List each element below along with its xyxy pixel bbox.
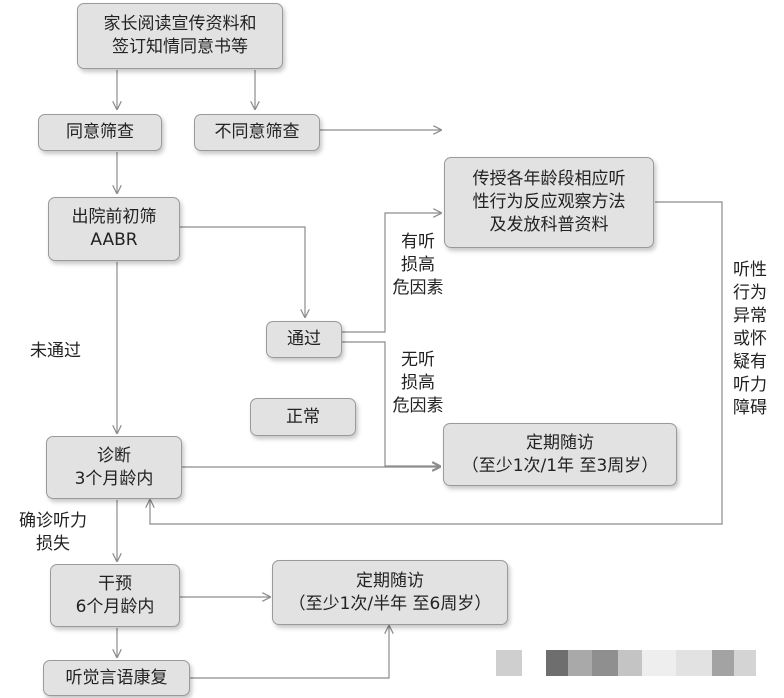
label-line: 危因素: [392, 278, 444, 298]
label-abnormal-behavior: 听性 行为 异常 或怀 疑有 听力 障碍: [726, 259, 774, 420]
label-not-passed: 未通过: [30, 340, 81, 363]
node-text: （至少1次/半年 至6周岁）: [288, 593, 492, 614]
node-diagnosis: 诊断 3个月龄内: [46, 436, 182, 499]
label-line: 危因素: [392, 396, 444, 416]
label-high-risk: 有听 损高 危因素: [388, 231, 448, 300]
watermark-block: [496, 650, 522, 676]
node-text: 同意筛查: [66, 122, 134, 142]
node-text: （至少1次/1年 至3周岁）: [461, 455, 659, 476]
node-follow-up-6y: 定期随访 （至少1次/半年 至6周岁）: [272, 560, 508, 625]
node-rehabilitation: 听觉言语康复: [43, 660, 190, 696]
node-text: 出院前初筛: [71, 207, 157, 227]
edge-teach-diag: [150, 201, 723, 525]
node-text: 定期随访: [356, 570, 424, 591]
watermark-block: [618, 650, 642, 676]
label-line: 行为: [733, 283, 767, 303]
node-intervention: 干预 6个月龄内: [50, 564, 180, 627]
label-line: 无听: [401, 350, 435, 370]
label-line: 听力: [733, 375, 767, 395]
label-line: 疑有: [733, 352, 767, 372]
node-text: 及发放科普资料: [489, 215, 609, 235]
node-text: 家长阅读宣传资料和: [103, 14, 257, 34]
node-text: 6个月龄内: [75, 596, 155, 617]
node-follow-up-3y: 定期随访 （至少1次/1年 至3周岁）: [443, 423, 677, 486]
label-line: 异常: [733, 306, 767, 326]
label-line: 有听: [401, 232, 435, 252]
label-line: 损高: [401, 373, 435, 393]
edge-screen-pass: [180, 226, 305, 317]
node-text: 正常: [286, 406, 320, 427]
label-line: 或怀: [733, 329, 767, 349]
node-text: 通过: [287, 329, 321, 349]
node-text: 3个月龄内: [74, 468, 154, 489]
node-text: AABR: [90, 230, 138, 250]
node-read-and-sign: 家长阅读宣传资料和 签订知情同意书等: [77, 3, 283, 69]
node-text: 传授各年龄段相应听: [472, 169, 626, 189]
watermark-block: [676, 650, 712, 676]
watermark-block: [546, 650, 568, 676]
label-line: 损高: [401, 255, 435, 275]
watermark-block: [734, 650, 756, 676]
watermark-block: [592, 650, 618, 676]
node-text: 干预: [98, 573, 132, 594]
node-teach-observation: 传授各年龄段相应听 性行为反应观察方法 及发放科普资料: [444, 157, 654, 248]
node-disagree-screening: 不同意筛查: [194, 114, 320, 151]
label-line: 未通过: [30, 341, 81, 361]
node-text: 诊断: [97, 445, 131, 466]
label-no-high-risk: 无听 损高 危因素: [388, 349, 448, 418]
watermark-block: [712, 650, 734, 676]
blurred-watermark: [496, 650, 776, 676]
node-pass: 通过: [266, 321, 342, 358]
label-confirmed-hearing-loss: 确诊听力 损失: [10, 510, 96, 556]
node-text: 听觉言语康复: [65, 667, 168, 688]
watermark-block: [642, 650, 676, 676]
node-text: 不同意筛查: [214, 122, 300, 142]
label-line: 障碍: [733, 398, 767, 418]
label-line: 损失: [36, 534, 70, 554]
node-normal: 正常: [250, 398, 356, 436]
node-text: 定期随访: [526, 432, 594, 453]
node-agree-screening: 同意筛查: [38, 114, 162, 151]
node-text: 性行为反应观察方法: [472, 192, 626, 212]
edge-pass-teach: [342, 213, 441, 333]
label-line: 听性: [733, 260, 767, 280]
edge-pass-follow1: [342, 341, 440, 466]
node-initial-screening: 出院前初筛 AABR: [48, 197, 180, 261]
watermark-block: [568, 650, 592, 676]
edge-rehab-follow2: [190, 626, 389, 679]
node-text: 签订知情同意书等: [112, 37, 248, 57]
label-line: 确诊听力: [19, 511, 87, 531]
